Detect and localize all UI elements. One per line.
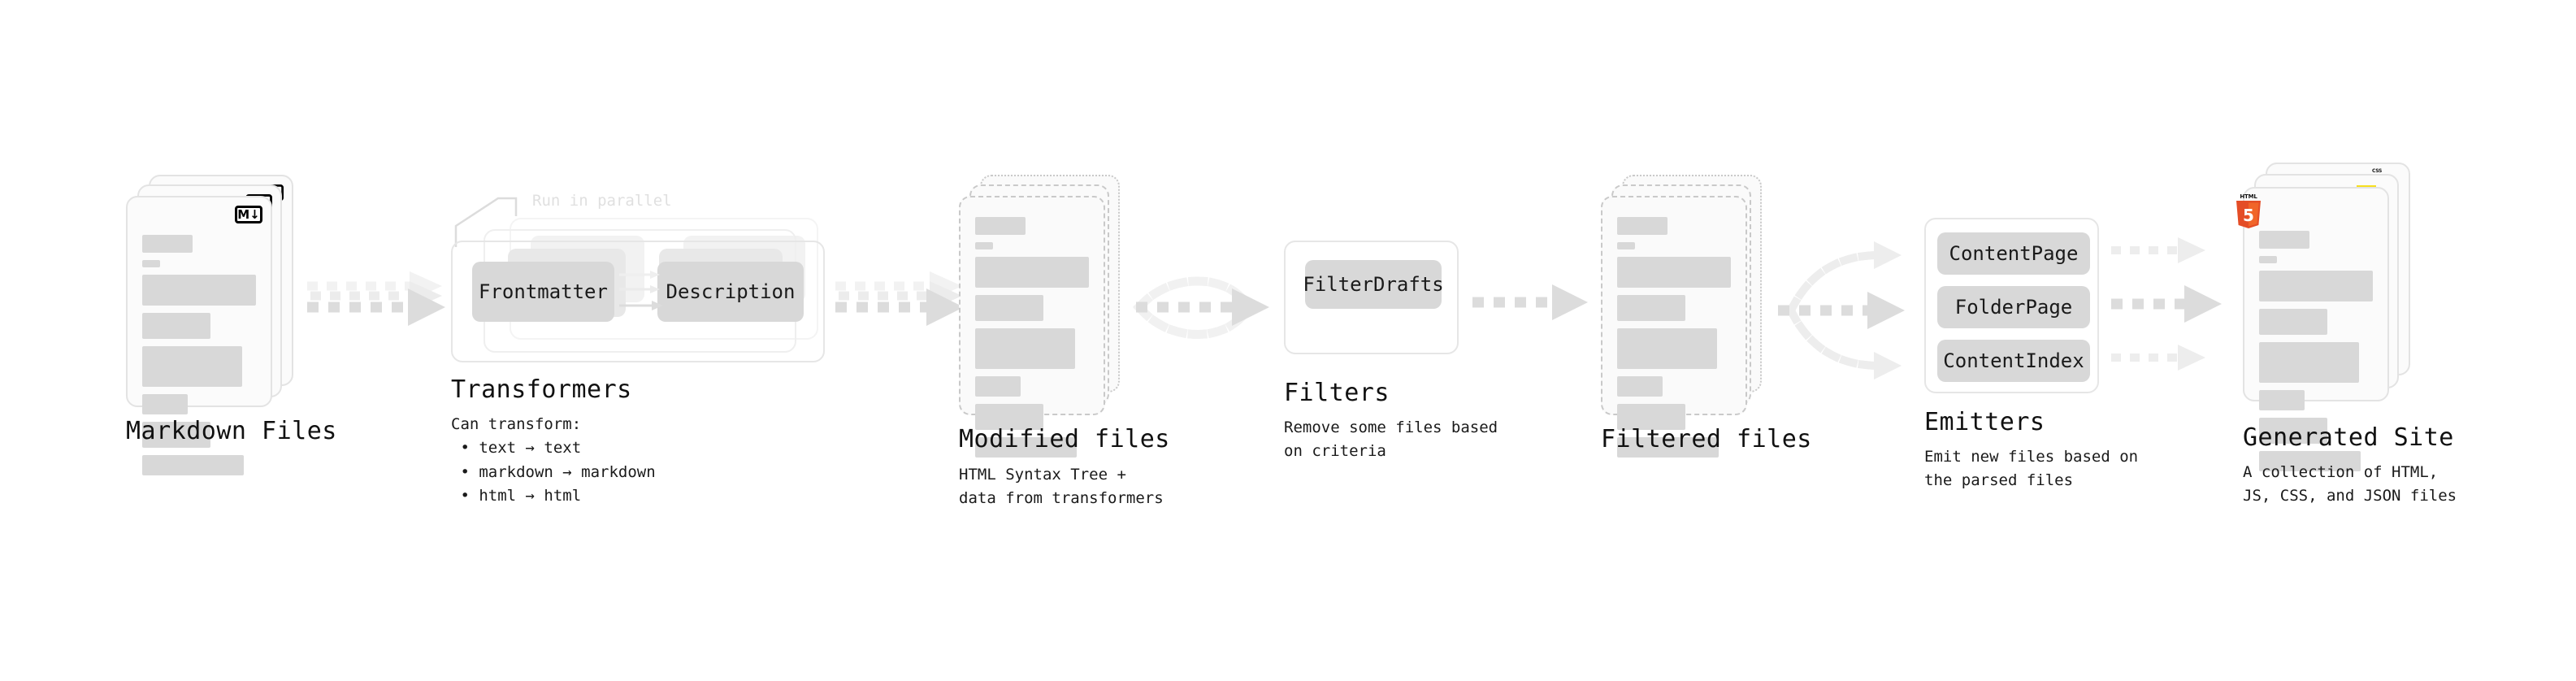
stage-caption-filters: Remove some files based on criteria — [1284, 419, 1498, 461]
run-in-parallel-bracket — [454, 197, 518, 247]
transformer-chip-frontmatter[interactable]: Frontmatter — [472, 262, 614, 322]
emitters-box: ContentPage FolderPage ContentIndex — [1924, 218, 2099, 393]
stage-title-filtered-files: Filtered files — [1601, 425, 1812, 453]
document-content-bar — [2259, 309, 2327, 335]
stage-caption-modified-files: HTML Syntax Tree + data from transformer… — [959, 466, 1164, 508]
document-content-bar — [2259, 256, 2278, 263]
document-content-bar — [142, 455, 244, 475]
arrow-transformers-to-modified — [835, 271, 964, 326]
document-content-bar — [142, 235, 193, 253]
document-content — [975, 217, 1089, 458]
document-content-bar — [2259, 342, 2360, 383]
document-content-bar — [1617, 328, 1718, 369]
document-content-bar — [975, 217, 1026, 235]
stage-emitters: ContentPage FolderPage ContentIndex — [1924, 218, 2103, 393]
emitter-chip-contentpage[interactable]: ContentPage — [1937, 232, 2090, 275]
document-content-bar — [1617, 437, 1719, 458]
document-content-bar — [1617, 404, 1685, 430]
document-stack-dashed — [1601, 175, 1784, 458]
stage-title-modified-files: Modified files — [959, 425, 1170, 453]
document-content-bar — [975, 328, 1076, 369]
stage-generated-site: CSS HTML 5 — [2236, 163, 2426, 471]
document-content-bar — [2259, 271, 2373, 301]
stage-transformers: Run in parallel Frontmatter Description — [451, 192, 825, 362]
stage-title-markdown-files: Markdown Files — [126, 417, 337, 445]
html5-icon-label: HTML — [2240, 193, 2257, 200]
filter-chip-filterdrafts[interactable]: FilterDrafts — [1303, 260, 1444, 309]
document-content-bar — [142, 275, 256, 306]
emitter-chip-contentindex[interactable]: ContentIndex — [1937, 340, 2090, 382]
transformer-inner-arrows — [619, 271, 663, 310]
document-content — [2259, 231, 2373, 471]
stage-filters: FilterDrafts — [1284, 241, 1463, 354]
document-content-bar — [975, 295, 1043, 321]
arrow-emitters-to-site — [2111, 237, 2222, 371]
document-content — [1617, 217, 1731, 458]
document-content-bar — [142, 422, 210, 448]
document-content-bar — [975, 242, 994, 249]
stage-title-generated-site: Generated Site — [2243, 423, 2454, 452]
arrow-filtered-to-emitters — [1778, 241, 1905, 380]
document-content-bar — [2259, 390, 2305, 410]
document-card-front — [1601, 196, 1747, 458]
emitter-chip-folderpage[interactable]: FolderPage — [1937, 286, 2090, 328]
document-content-bar — [975, 376, 1021, 397]
svg-text:5: 5 — [2243, 206, 2254, 225]
css-icon-label: CSS — [2372, 168, 2382, 174]
document-content — [142, 235, 256, 475]
document-content-bar — [975, 404, 1043, 430]
document-content-bar — [1617, 217, 1667, 235]
run-in-parallel-label: Run in parallel — [532, 192, 672, 210]
stage-modified-files — [959, 175, 1142, 458]
document-content-bar — [975, 257, 1089, 288]
html5-icon: HTML 5 — [2235, 193, 2262, 228]
stage-caption-transformers: Can transform: • text → text • markdown … — [451, 415, 656, 505]
stage-caption-generated-site: A collection of HTML, JS, CSS, and JSON … — [2243, 463, 2457, 505]
document-content-bar — [1617, 295, 1685, 321]
stage-title-emitters: Emitters — [1924, 408, 2045, 436]
stage-title-transformers: Transformers — [451, 375, 632, 404]
document-card-front — [959, 196, 1105, 458]
document-content-bar — [1617, 257, 1731, 288]
document-content-bar — [1617, 376, 1663, 397]
document-stack: M↓ M↓ M↓ — [126, 175, 309, 475]
document-stack-dashed — [959, 175, 1142, 458]
markdown-icon: M↓ — [235, 206, 262, 223]
document-content-bar — [2259, 451, 2361, 471]
stage-filtered-files — [1601, 175, 1784, 458]
document-stack: CSS HTML 5 — [2236, 163, 2426, 471]
document-content-bar — [142, 394, 188, 414]
filters-box: FilterDrafts — [1284, 241, 1459, 354]
document-card-front-html: HTML 5 — [2236, 187, 2389, 471]
arrow-modified-to-filters — [1133, 276, 1269, 339]
stage-markdown-files: M↓ M↓ M↓ — [126, 175, 309, 475]
document-card-front: M↓ — [126, 196, 272, 475]
stage-caption-emitters: Emit new files based on the parsed files — [1924, 448, 2139, 490]
document-content-bar — [975, 437, 1077, 458]
document-content-bar — [1617, 242, 1636, 249]
document-content-bar — [142, 260, 161, 267]
transformer-layer-front: Frontmatter Description — [451, 241, 825, 362]
document-content-bar — [142, 313, 210, 339]
document-content-bar — [2259, 418, 2327, 444]
document-content-bar — [2259, 231, 2309, 249]
document-content-bar — [142, 346, 243, 387]
transformer-chip-description[interactable]: Description — [657, 262, 804, 322]
stage-title-filters: Filters — [1284, 379, 1390, 407]
arrow-markdown-to-transformers — [307, 271, 445, 326]
arrow-filters-to-filtered — [1472, 284, 1588, 320]
